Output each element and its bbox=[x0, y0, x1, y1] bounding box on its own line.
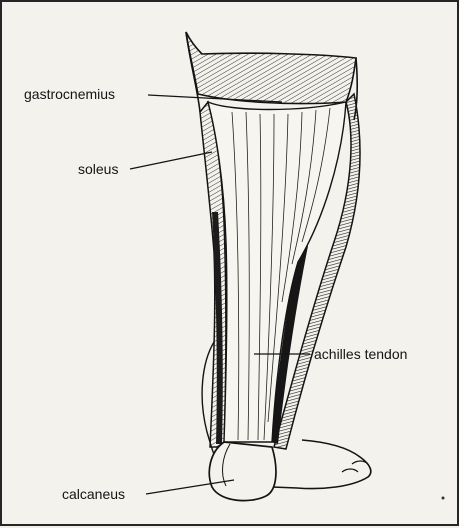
calcaneus-heel bbox=[209, 442, 276, 501]
label-achilles-tendon: achilles tendon bbox=[314, 346, 407, 362]
label-soleus: soleus bbox=[78, 161, 118, 177]
label-gastrocnemius: gastrocnemius bbox=[24, 86, 115, 102]
speck bbox=[442, 497, 445, 500]
gastrocnemius-belly bbox=[186, 32, 356, 104]
leader-soleus bbox=[130, 152, 212, 169]
label-calcaneus: calcaneus bbox=[62, 486, 125, 502]
